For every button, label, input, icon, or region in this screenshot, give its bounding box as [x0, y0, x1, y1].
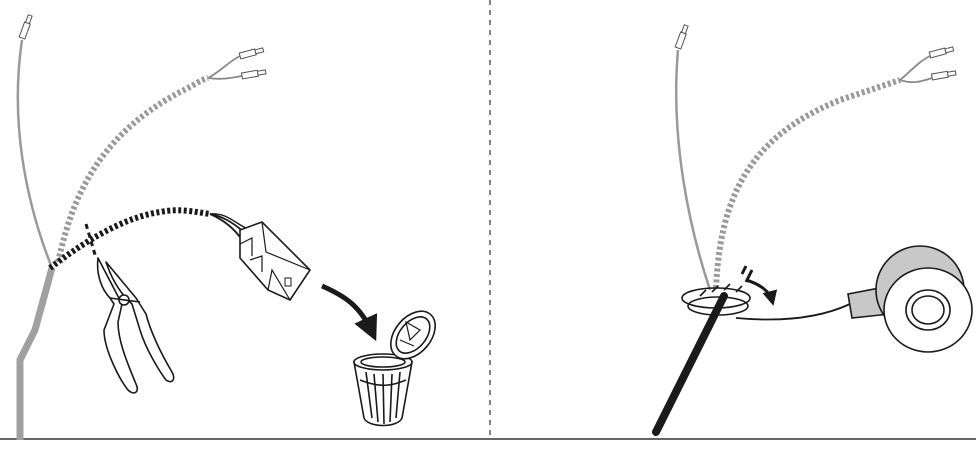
tape-wrap — [681, 265, 754, 316]
tape-roll-icon — [847, 245, 973, 353]
trash-can-icon — [353, 310, 436, 427]
terminal-clip-icon — [240, 69, 267, 80]
twisted-pair-gray — [55, 75, 209, 263]
thin-gray-wire — [16, 39, 54, 269]
main-gray-cable — [16, 267, 56, 440]
wire-cutter-icon — [96, 257, 175, 394]
terminal-clip-icon — [674, 24, 689, 50]
terminal-clip-icon — [928, 46, 955, 59]
terminal-clip-icon — [238, 47, 265, 60]
curved-arrow-icon — [745, 278, 778, 306]
thin-gray-wire — [675, 49, 712, 291]
connector-plug-icon — [239, 221, 312, 302]
curved-arrow-icon — [321, 283, 378, 342]
terminal-clip-icon — [930, 70, 957, 81]
twisted-pair-black — [48, 207, 211, 271]
right-panel — [652, 24, 973, 436]
main-black-cable — [652, 292, 728, 436]
twisted-pair-gray — [713, 77, 901, 289]
terminal-clip-icon — [18, 14, 33, 40]
left-panel — [16, 14, 436, 440]
tape-strip — [735, 303, 851, 321]
cut-line — [84, 223, 98, 259]
